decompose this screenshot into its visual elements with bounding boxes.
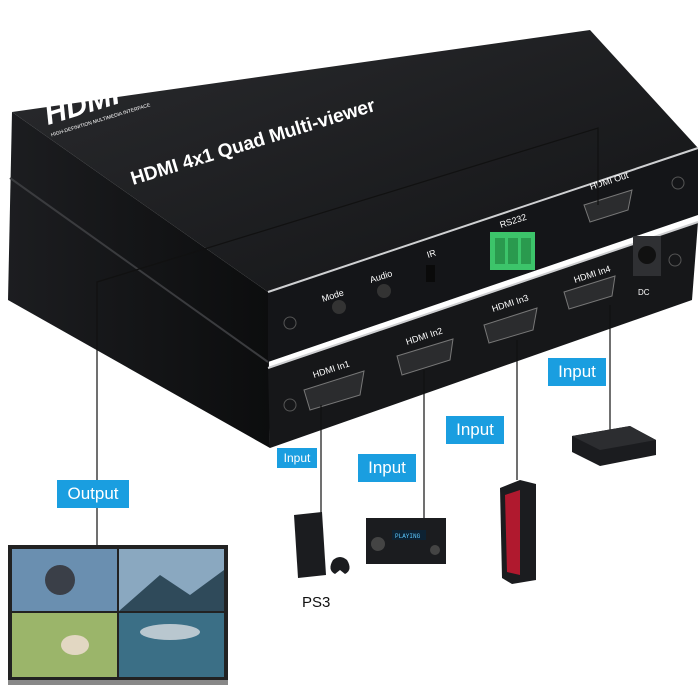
screw-icon — [668, 253, 682, 267]
av-receiver: PLAYING — [366, 518, 446, 564]
output-callout: Output — [57, 480, 129, 508]
ps3-console — [294, 512, 350, 578]
input-callout-in2: Input — [358, 454, 416, 482]
device-upper-front-panel — [268, 148, 698, 362]
receiver-display: PLAYING — [395, 533, 421, 540]
hdmi-in3-port — [483, 307, 538, 344]
ir-label: IR — [426, 247, 438, 259]
device-top-face — [12, 30, 698, 292]
set-top-box — [572, 426, 656, 466]
multiviewer-device: HDMI HIGH-DEFINITION MULTIMEDIA INTERFAC… — [8, 30, 699, 448]
screw-icon — [671, 176, 685, 190]
mode-button[interactable] — [332, 300, 346, 314]
audio-button[interactable] — [377, 284, 391, 298]
input-callout-in3: Input — [446, 416, 504, 444]
input-callout-in4: Input — [548, 358, 606, 386]
pc-tower — [500, 480, 536, 584]
gamepad-icon — [330, 557, 350, 574]
hdmi-in1-port — [303, 370, 365, 411]
tv-monitor — [8, 545, 228, 685]
hdmi-in2-port — [396, 338, 454, 376]
ps3-label: PS3 — [302, 594, 331, 611]
tv-quadrant-4 — [119, 613, 224, 677]
screw-icon — [283, 316, 297, 330]
hdmi-in4-port — [563, 275, 616, 310]
device-left-side — [8, 112, 270, 448]
connection-lines — [96, 127, 611, 545]
device-lower-front-panel — [268, 222, 698, 448]
hdmi-out-port — [583, 189, 633, 223]
screw-icon — [283, 398, 297, 412]
dc-label: DC — [638, 288, 650, 297]
ir-port — [426, 265, 435, 282]
input-callout-in1: Input — [277, 448, 317, 468]
